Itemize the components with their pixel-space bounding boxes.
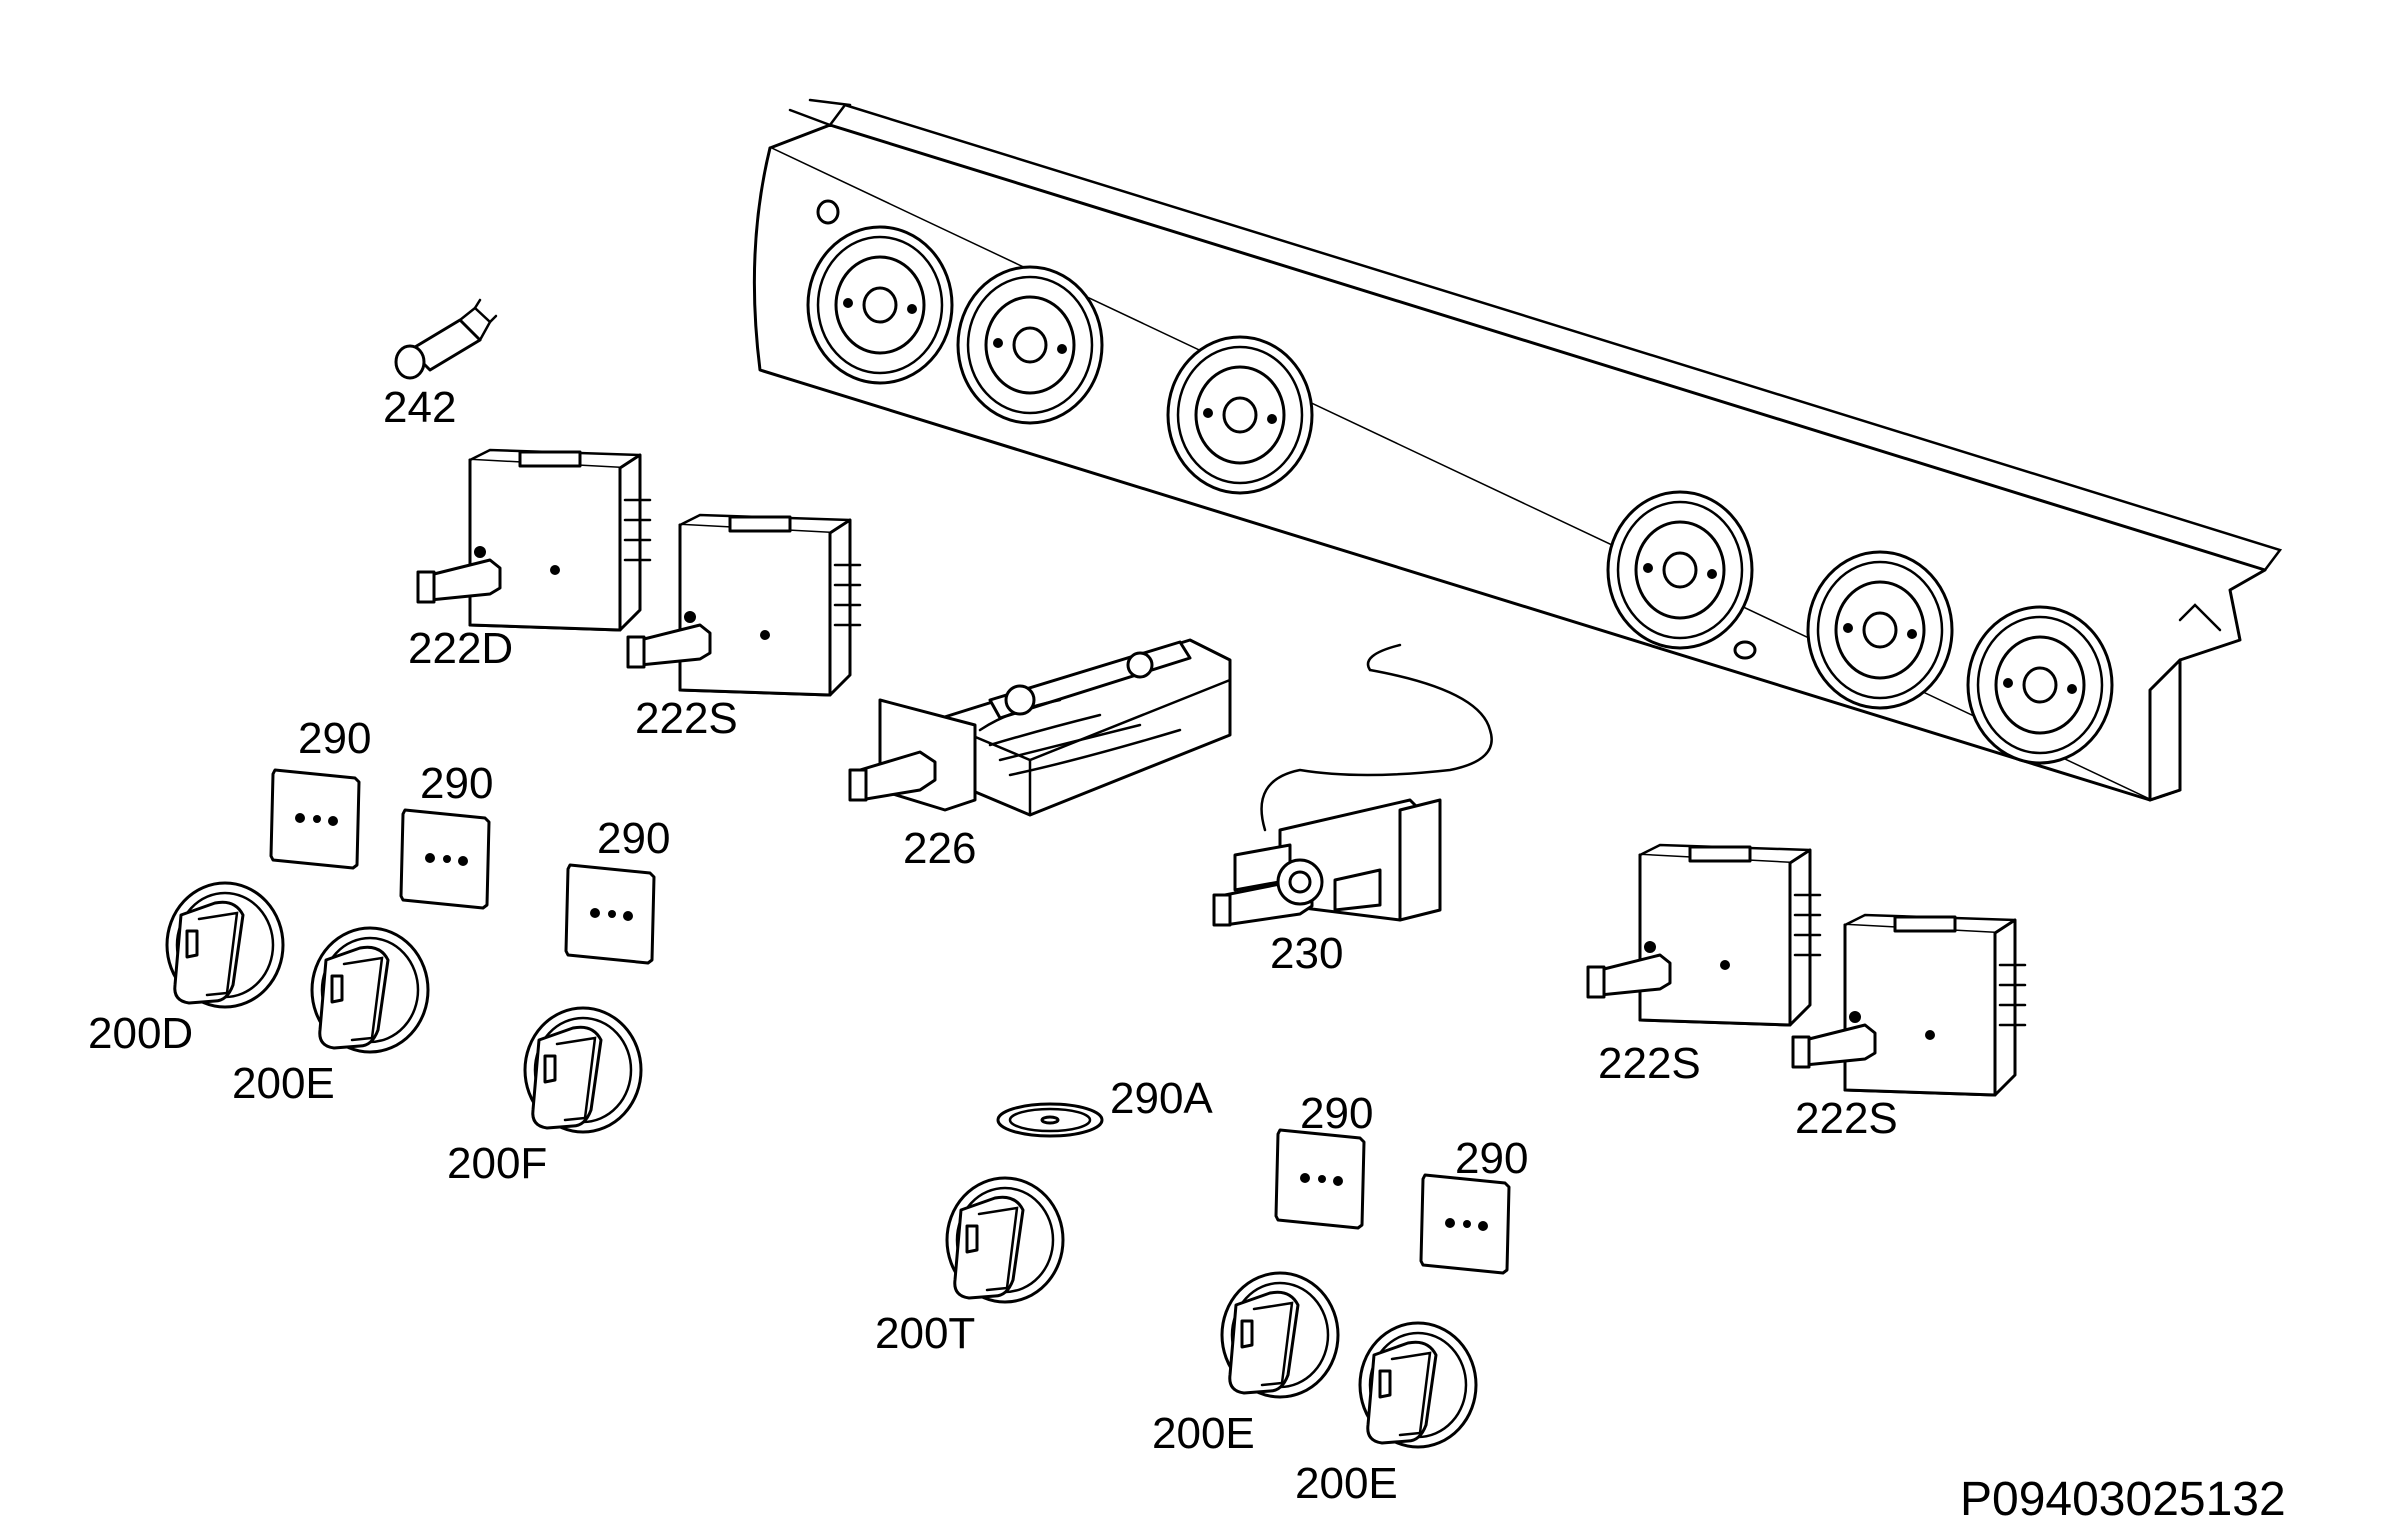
control-panel: [752, 98, 2283, 802]
energy-regulator-222S-c: [1791, 913, 2027, 1097]
energy-regulator-222S-a: [626, 513, 862, 697]
thermostat-230: [1212, 643, 1493, 927]
cover-plate-290-a: [269, 768, 361, 870]
selector-switch-226: [848, 638, 1232, 817]
control-knob-200D: [165, 881, 285, 1009]
label-290-c: 290: [597, 814, 670, 863]
cover-plate-290-d: [1274, 1128, 1366, 1230]
control-knob-200F: [523, 1006, 643, 1134]
control-knob-200T: [945, 1176, 1065, 1304]
label-200E-b: 200E: [1152, 1409, 1255, 1458]
label-290A: 290A: [1110, 1074, 1213, 1123]
label-200F: 200F: [447, 1139, 547, 1188]
indicator-lamp-242: [394, 298, 498, 380]
label-200E-a: 200E: [232, 1059, 335, 1108]
label-222S-b: 222S: [1598, 1039, 1701, 1088]
cover-plate-290-e: [1419, 1173, 1511, 1275]
label-222D: 222D: [408, 624, 513, 673]
label-242: 242: [383, 383, 456, 432]
control-knob-200E-b: [1220, 1271, 1340, 1399]
washer-290A: [996, 1102, 1104, 1138]
control-knob-200E-c: [1358, 1321, 1478, 1449]
label-290-e: 290: [1455, 1134, 1528, 1183]
label-222S-a: 222S: [635, 694, 738, 743]
label-200E-c: 200E: [1295, 1459, 1398, 1508]
cover-plate-290-b: [399, 808, 491, 910]
label-200D: 200D: [88, 1009, 193, 1058]
label-226: 226: [903, 824, 976, 873]
label-230: 230: [1270, 929, 1343, 978]
label-200T: 200T: [875, 1309, 975, 1358]
control-knob-200E-a: [310, 926, 430, 1054]
energy-regulator-222D: [416, 448, 652, 632]
label-290-b: 290: [420, 759, 493, 808]
cover-plate-290-c: [564, 863, 656, 965]
label-222S-c: 222S: [1795, 1094, 1898, 1143]
energy-regulator-222S-b: [1586, 843, 1822, 1027]
drawing-code: P09403025132: [1960, 1473, 2286, 1526]
label-290-a: 290: [298, 714, 371, 763]
label-290-d: 290: [1300, 1089, 1373, 1138]
